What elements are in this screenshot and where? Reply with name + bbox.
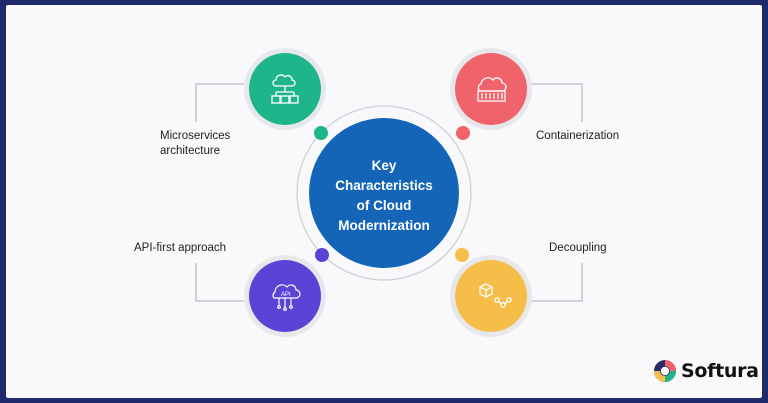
brand-logo: Softura (653, 358, 759, 384)
label-microservices-line1: Microservices (160, 130, 231, 142)
dot-yellow (455, 248, 469, 262)
center-title-line4: Modernization (338, 218, 430, 233)
node-api: API (244, 255, 326, 337)
center-title-line2: Characteristics (335, 178, 433, 193)
container-icon (477, 77, 507, 102)
label-api-first: API-first approach (134, 242, 227, 254)
dot-red (456, 126, 470, 140)
connector-decoupling (530, 263, 583, 302)
label-containerization: Containerization (536, 130, 620, 142)
decoupling-icon (479, 283, 512, 308)
label-microservices-line2: architecture (160, 145, 221, 157)
connector-api (195, 263, 244, 302)
center-title-line3: of Cloud (356, 198, 412, 213)
dot-purple (315, 248, 329, 262)
softura-logo-icon (654, 360, 676, 382)
microservices-icon (271, 74, 299, 104)
connector-containerization (530, 83, 583, 122)
node-microservices (244, 48, 326, 130)
brand-name: Softura (681, 360, 759, 382)
node-containerization (450, 48, 532, 130)
center-title-line1: Key (371, 158, 397, 173)
label-decoupling: Decoupling (549, 242, 607, 254)
outer-ring (296, 105, 472, 281)
connector-microservices (195, 83, 244, 122)
label-microservices: Microservices architecture (160, 129, 270, 159)
api-icon: API (272, 284, 301, 311)
node-decoupling (450, 255, 532, 337)
svg-text:API: API (281, 292, 291, 298)
center-title: Key Characteristics of Cloud Modernizati… (322, 156, 446, 236)
dot-green (314, 126, 328, 140)
center-circle (309, 118, 459, 268)
